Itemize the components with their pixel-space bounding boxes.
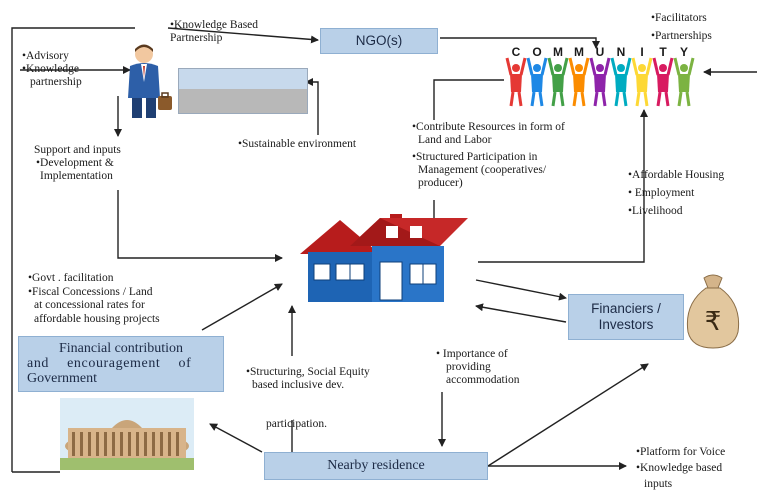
community-figure: M (568, 45, 590, 107)
ngo-box: NGO(s) (320, 28, 438, 54)
community-figure: Y (673, 45, 695, 107)
left-frame-line (11, 27, 135, 472)
house-icon (300, 214, 468, 302)
importance-text: • Importance of providing accommodation (436, 348, 520, 386)
community-figure: O (526, 45, 548, 107)
structuring-text: •Structuring, Social Equity based inclus… (246, 366, 370, 391)
affordable-text: •Affordable Housing • Employment •Liveli… (628, 169, 725, 217)
community-letter: U (596, 45, 605, 59)
parliament-building-icon (60, 398, 194, 470)
arrow-ngo-community (440, 37, 600, 49)
community-figure: T (652, 45, 674, 107)
community-figure: C (505, 45, 527, 107)
community-figure: U (589, 45, 611, 107)
svg-text:₹: ₹ (705, 307, 722, 337)
facilitators-text: •Facilitators •Partnerships (651, 12, 712, 42)
participation-text: participation. (266, 418, 327, 430)
community-figure: I (631, 45, 653, 107)
community-letter: M (553, 45, 563, 59)
community-letter: N (617, 45, 626, 59)
financiers-box: Financiers / Investors (568, 294, 684, 340)
government-contribution-box: Financial contribution and encouragement… (18, 336, 224, 392)
arrow-house-community (478, 109, 648, 263)
arrow-sustainable (305, 78, 319, 135)
support-text: Support and inputs •Development & Implem… (34, 144, 121, 182)
govt-text: •Govt . facilitation •Fiscal Concessions… (28, 272, 160, 325)
platform-text: •Platform for Voice •Knowledge based inp… (636, 446, 726, 490)
advisor-panel (178, 68, 308, 114)
community-letter: M (574, 45, 584, 59)
arrow-govt-house (201, 283, 283, 331)
arrow-nearby-financiers (487, 363, 649, 467)
arrow-house-financiers (475, 279, 567, 301)
community-figure: M (547, 45, 569, 107)
sustainable-text: •Sustainable environment (238, 138, 357, 150)
community-letter: C (512, 45, 521, 59)
community-letter: T (659, 45, 667, 59)
arrow-nearby-parliament (209, 423, 263, 453)
community-figure: N (610, 45, 632, 107)
arrow-to-ngo (167, 27, 319, 44)
advisor-person-icon (128, 44, 172, 118)
contribute-text: •Contribute Resources in form of Land an… (412, 121, 565, 189)
community-letter: I (640, 45, 643, 59)
knowledge-partnership-text: •Knowledge Based Partnership (170, 19, 259, 44)
nearby-residence-box: Nearby residence (264, 452, 488, 480)
arrow-community-contribute (433, 79, 504, 120)
arrow-financiers-house (475, 303, 567, 323)
community-letter: Y (680, 45, 688, 59)
ngo-label: NGO(s) (355, 33, 403, 48)
arrow-support-house (117, 190, 283, 262)
money-bag-icon: ₹ (686, 274, 740, 349)
community-letter: O (532, 45, 541, 59)
advisory-text: •Advisory •Knowledge partnership (22, 50, 82, 88)
